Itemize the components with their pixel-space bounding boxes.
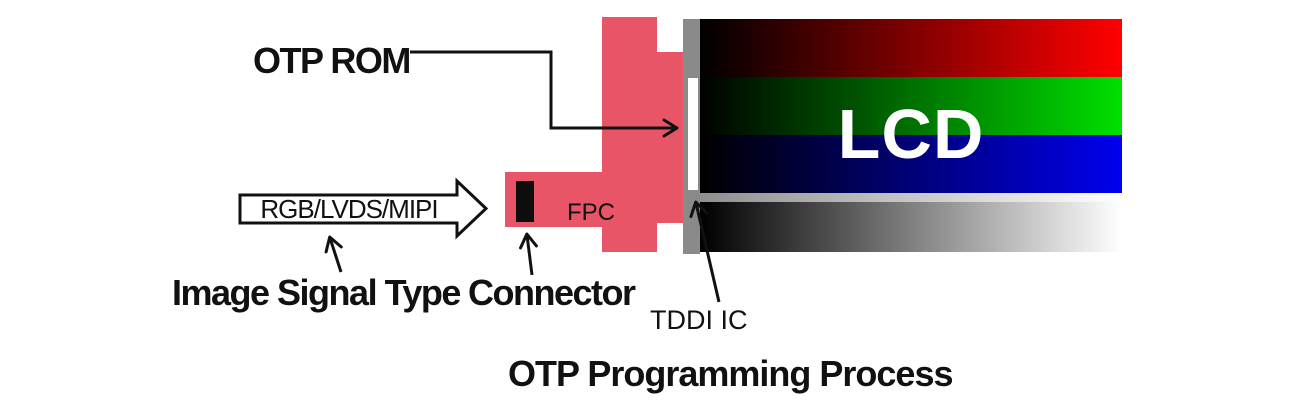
image-signal-type-arrow [324, 235, 343, 273]
otp-rom-label: OTP ROM [253, 40, 411, 81]
image-signal-type-label: Image Signal Type [172, 272, 461, 313]
lcd-glass-highlight [700, 193, 1122, 202]
lcd-panel: LCD [700, 19, 1122, 252]
otp-rom-arrow [410, 50, 679, 138]
signal-type-label: RGB/LVDS/MIPI [260, 194, 438, 224]
connector-arrow [519, 232, 538, 276]
tddi-ic-label: TDDI IC [650, 305, 748, 335]
fpc-label: FPC [567, 199, 615, 226]
lcd-band-green [700, 77, 1122, 135]
connector-block [516, 181, 534, 222]
otp-rom-strip [688, 78, 698, 190]
lcd-band-red [700, 19, 1122, 77]
lcd-label: LCD [837, 95, 985, 173]
lcd-band-grayscale [700, 193, 1122, 252]
lcd-band-blue [700, 135, 1122, 193]
connector-label: Connector [468, 272, 636, 313]
diagram-title: OTP Programming Process [508, 353, 953, 394]
tddi-ic-strip [683, 19, 700, 254]
